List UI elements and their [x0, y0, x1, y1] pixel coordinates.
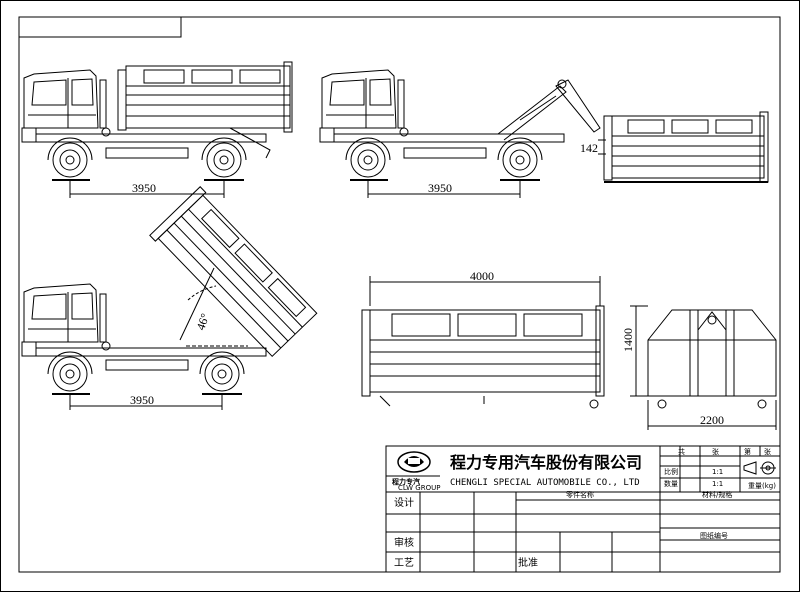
- truck-view-tipping: 3950 46°: [21, 186, 318, 410]
- quantity-label: 数量: [664, 479, 678, 488]
- drawing-number-label: 图纸编号: [700, 531, 728, 540]
- lift-height-dimension: 142: [580, 141, 598, 155]
- review-label: 审核: [394, 536, 414, 549]
- projection-symbol: [743, 461, 776, 475]
- logo-text: 程力专汽: [392, 477, 420, 486]
- container-side-view: 4000: [361, 269, 605, 409]
- material-label: 材料/规格: [702, 490, 732, 499]
- logo-subtext: CLW GROUP: [398, 484, 440, 492]
- header-cell-4: 张: [764, 447, 771, 456]
- scale-value: 1:1: [712, 468, 723, 476]
- header-cell-2: 张: [712, 447, 719, 456]
- truck-view-unloading: 3950 142: [319, 69, 769, 198]
- weight-label: 重量(kg): [748, 482, 776, 490]
- company-logo: 程力专汽 CLW GROUP: [392, 451, 440, 492]
- scale-label: 比例: [664, 467, 678, 476]
- header-cell-1: 共: [678, 447, 685, 456]
- wheelbase-dimension-3: 3950: [130, 393, 154, 407]
- company-name-cn: 程力专用汽车股份有限公司: [450, 453, 642, 472]
- company-name-en: CHENGLI SPECIAL AUTOMOBILE CO., LTD: [450, 478, 640, 488]
- wheelbase-dimension-1: 3950: [132, 181, 156, 195]
- part-name-label: 零件名称: [566, 490, 594, 499]
- header-cell-3: 第: [744, 447, 751, 456]
- top-left-tab: [18, 16, 182, 38]
- quantity-value: 1:1: [712, 480, 723, 488]
- wheelbase-dimension-2: 3950: [428, 181, 452, 195]
- approve-label: 批准: [518, 556, 538, 569]
- tilt-angle-dimension: 46°: [193, 311, 212, 332]
- container-length-dimension: 4000: [470, 269, 494, 283]
- container-end-view: 1400 2200: [621, 305, 777, 430]
- container-width-dimension: 2200: [700, 413, 724, 427]
- truck-view-loaded: 3950: [21, 61, 293, 198]
- process-label: 工艺: [394, 557, 414, 569]
- design-label: 设计: [394, 496, 414, 509]
- title-block: 程力专汽 CLW GROUP 程力专用汽车股份有限公司 CHENGLI SPEC…: [385, 445, 781, 573]
- container-height-dimension: 1400: [621, 328, 635, 352]
